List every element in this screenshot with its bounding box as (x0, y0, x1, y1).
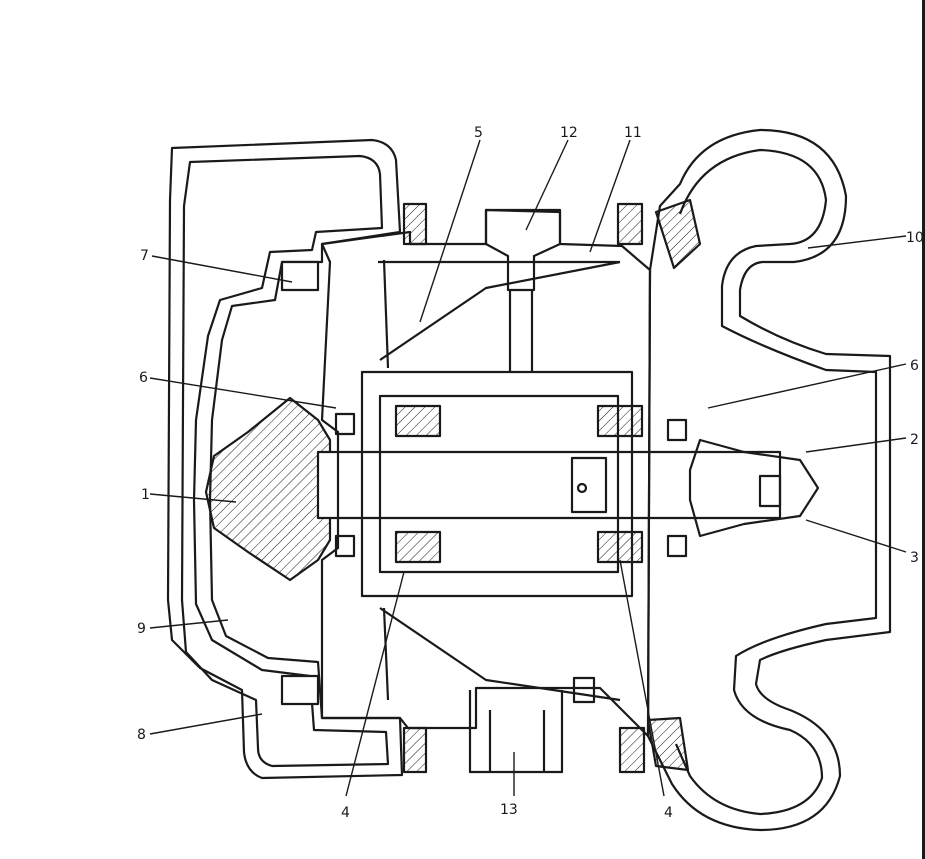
oil-outlet (468, 690, 564, 774)
callout-11: 11 (624, 125, 642, 141)
turbine-housing (646, 128, 892, 832)
callout-9: 9 (137, 621, 146, 637)
bearing-left-top (394, 404, 442, 438)
turbine-wheel (688, 438, 820, 538)
bearing-right-top (596, 404, 644, 438)
page-edge (922, 0, 925, 859)
callout-3: 3 (910, 550, 919, 566)
callout-6-left: 6 (139, 370, 148, 386)
bearing-right-bottom (596, 530, 644, 564)
leader-lines (149, 139, 907, 797)
compressor-housing (166, 138, 404, 780)
callout-4-right: 4 (664, 805, 673, 821)
callout-2: 2 (910, 432, 919, 448)
callout-12: 12 (560, 125, 578, 141)
callout-4-left: 4 (341, 805, 350, 821)
oil-inlet (484, 208, 562, 292)
callout-7: 7 (140, 248, 149, 264)
bearing-left-bottom (394, 530, 442, 564)
compressor-volute-inner (180, 154, 390, 768)
callout-6-right: 6 (910, 358, 919, 374)
callout-8: 8 (137, 727, 146, 743)
callout-10: 10 (906, 230, 924, 246)
callout-13: 13 (500, 802, 518, 818)
callout-1: 1 (141, 487, 150, 503)
compressor-wheel (204, 396, 332, 582)
callout-5: 5 (474, 125, 483, 141)
shaft (316, 450, 782, 520)
